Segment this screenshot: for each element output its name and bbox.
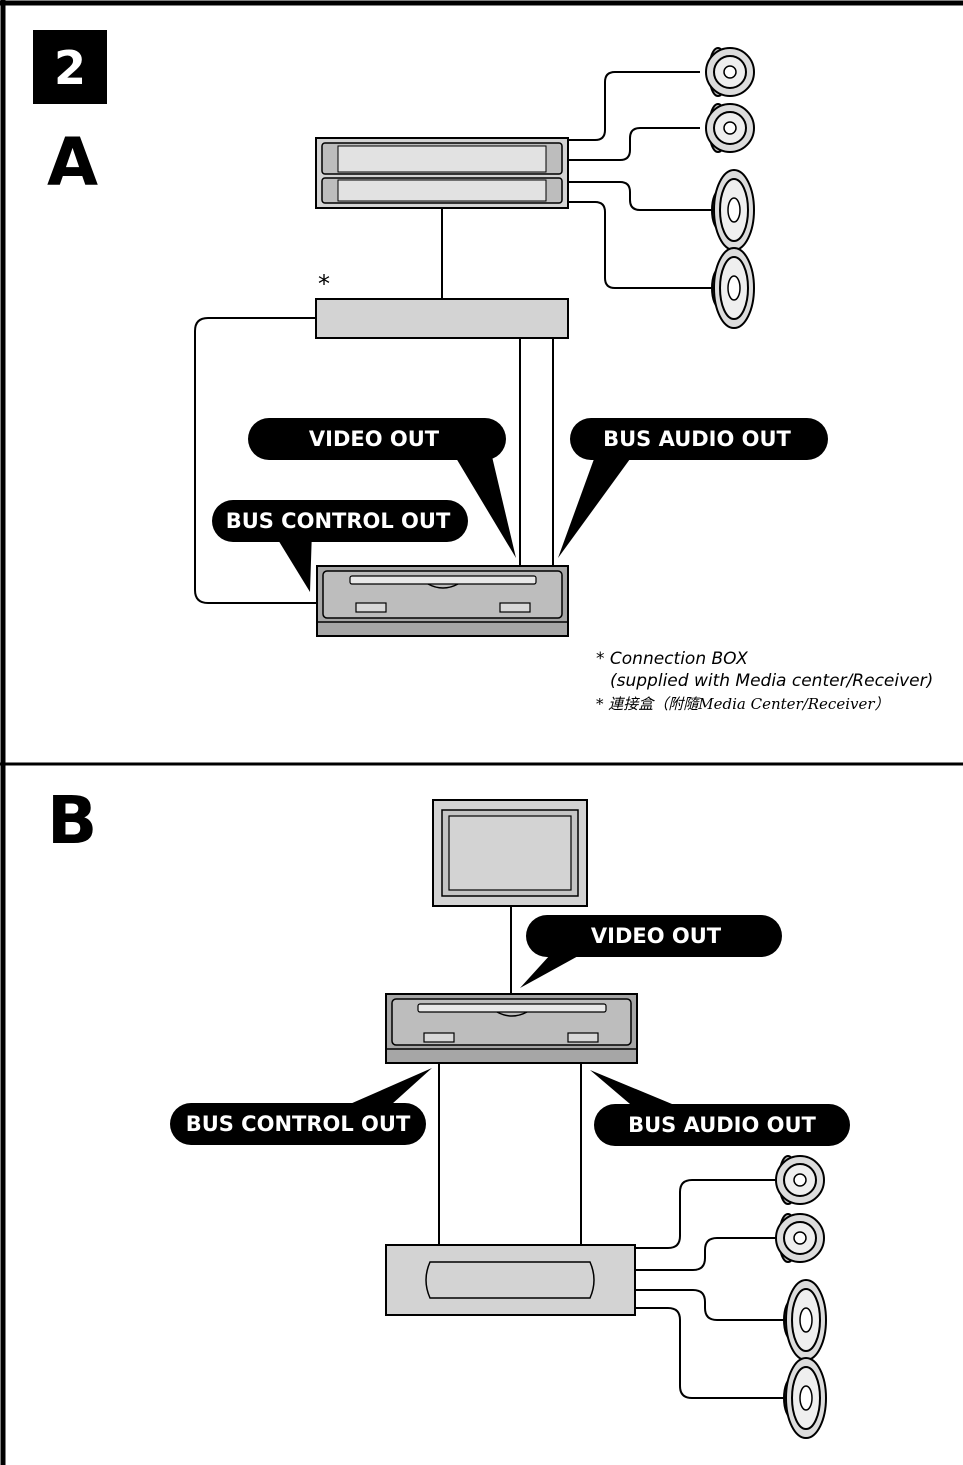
callout-bus-control-out-a: BUS CONTROL OUT [212,500,468,592]
section-a-wires [194,71,712,604]
footnote-line-2: (supplied with Media center/Receiver) [610,671,933,691]
speaker-b-front-right-icon [775,1213,825,1263]
section-a-label: A [47,124,98,201]
callout-bus-audio-out-b: BUS AUDIO OUT [590,1070,850,1146]
svg-text:BUS AUDIO OUT: BUS AUDIO OUT [603,427,791,451]
svg-text:BUS AUDIO OUT: BUS AUDIO OUT [628,1113,816,1137]
step-number: 2 [54,41,86,95]
speaker-rear-right-icon [711,247,755,329]
svg-text:BUS CONTROL OUT: BUS CONTROL OUT [186,1112,411,1136]
monitor-unit [432,799,588,907]
callout-bus-control-out-b: BUS CONTROL OUT [170,1068,432,1145]
speaker-front-left-icon [705,47,755,97]
svg-text:VIDEO OUT: VIDEO OUT [591,924,722,948]
footnote-line-1: * Connection BOX [596,649,748,669]
footnote: * Connection BOX (supplied with Media ce… [596,649,933,713]
svg-text:VIDEO OUT: VIDEO OUT [309,427,440,451]
multi-dvd-changer-b [385,993,638,1064]
media-center-unit [315,137,569,209]
step-number-badge: 2 [33,30,107,104]
callout-video-out-a: VIDEO OUT [248,418,516,558]
speaker-b-rear-left-icon [783,1279,827,1361]
connection-box [315,298,569,339]
svg-text:BUS CONTROL OUT: BUS CONTROL OUT [226,509,451,533]
speaker-b-rear-right-icon [783,1357,827,1439]
callout-bus-audio-out-a: BUS AUDIO OUT [558,418,828,558]
media-center-unit-b [385,1244,636,1316]
speaker-front-right-icon [705,103,755,153]
speaker-b-front-left-icon [775,1155,825,1205]
section-b-wires [438,906,790,1399]
callout-video-out-b: VIDEO OUT [520,915,782,988]
multi-dvd-changer-a [316,565,569,637]
connection-box-asterisk: * [318,270,330,298]
speaker-rear-left-icon [711,169,755,251]
section-b-label: B [47,782,97,859]
footnote-line-3: * 連接盒（附隨Media Center/Receiver） [596,695,890,713]
